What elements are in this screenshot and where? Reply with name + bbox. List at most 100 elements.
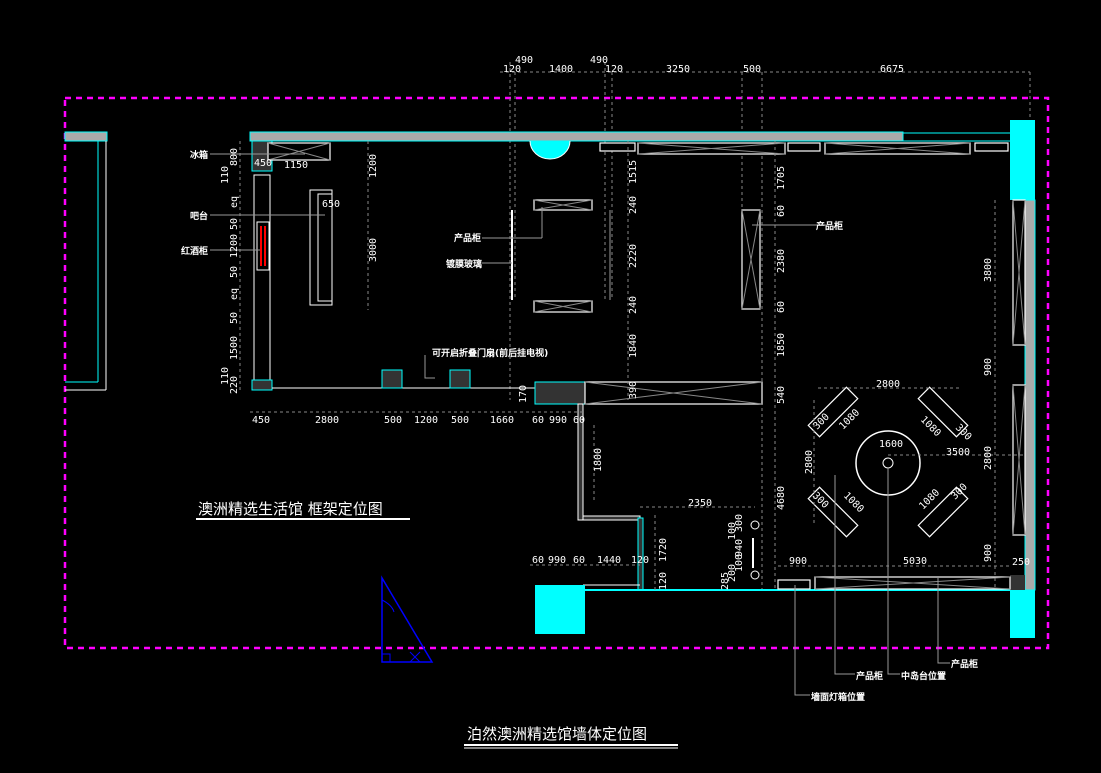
dim-text: 6675 [880,64,904,75]
top-dimension-lines [500,62,1031,590]
dim-text: 50 [229,312,240,324]
dim-text: 2800 [804,450,815,474]
dim-text: 3250 [666,64,690,75]
dim-text: 500 [743,64,761,75]
dim-text: 2800 [983,446,994,470]
dim-text: 240 [628,296,639,314]
dim-text: 200 [727,564,738,582]
label-product-cabinet: 产品柜 [454,232,481,244]
dim-text: 540 [776,386,787,404]
dimension-lines [239,141,1025,590]
dim-text: 500 [384,415,402,426]
dim-text: 1150 [284,160,308,171]
plot-boundary [63,96,1050,650]
dim-text: 170 [518,385,529,403]
dim-text: 60 [573,555,585,566]
dim-text: 60 [532,415,544,426]
label-lightbox-position: 墙面灯箱位置 [811,691,865,703]
upper-bottom-dimensions: 450 2800 500 1200 500 1660 60 990 60 [252,415,585,426]
dim-text: 240 [628,196,639,214]
dim-text: 2800 [876,379,900,390]
dim-text: 2800 [315,415,339,426]
top-dimensions: 120 490 1400 490 120 3250 500 6675 [503,55,904,75]
label-fridge: 冰箱 [190,149,208,161]
dim-text: 60 [573,415,585,426]
dim-text: 60 [532,555,544,566]
dim-text: 900 [983,544,994,562]
label-coated-glass: 镀膜玻璃 [446,258,482,270]
frame-plan-title: 澳洲精选生活馆 框架定位图 [198,500,383,518]
label-folding-door: 可开启折叠门扇(前后挂电视) [432,347,548,359]
dim-text: 1840 [628,334,639,358]
dim-text: 220 [229,376,240,394]
drawing-title: 泊然澳洲精选馆墙体定位图 [467,725,647,743]
dim-text: 1850 [776,333,787,357]
dim-text: 1705 [776,166,787,190]
dim-text: 490 [515,55,533,66]
dim-text: 50 [229,218,240,230]
cabinets [267,142,1026,590]
dim-text: 1400 [549,64,573,75]
dim-text: 3000 [368,238,379,262]
dim-text: 100 [734,554,745,572]
dim-text: 1600 [879,439,903,450]
annotations: 冰箱 吧台 红酒柜 产品柜 镀膜玻璃 可开启折叠门扇(前后挂电视) 产品柜 产品… [181,149,978,703]
label-bar: 吧台 [190,210,208,222]
label-product-cabinet: 产品柜 [951,658,978,670]
dim-text: 120 [605,64,623,75]
dim-text: 990 [549,415,567,426]
left-dimensions: 800 110 eq 50 1200 50 eq 50 1500 110 220 [220,148,240,394]
dim-text: 500 [451,415,469,426]
dim-text: 1800 [593,448,604,472]
dim-text: 900 [983,358,994,376]
label-product-cabinet: 产品柜 [856,670,883,682]
dim-text: 490 [590,55,608,66]
leader-lines [210,153,950,696]
dim-text: 990 [548,555,566,566]
dim-text: 5030 [903,556,927,567]
dim-text: 1660 [490,415,514,426]
dim-text: 1200 [229,234,240,258]
dim-text: 285 [720,572,731,590]
dim-text: 800 [229,148,240,166]
dim-text: 60 [776,301,787,313]
dim-text: 900 [789,556,807,567]
dim-text: eq [229,288,240,300]
ucs-triangle-icon [381,575,434,663]
dim-text: 450 [254,158,272,169]
dim-text: 100 [727,522,738,540]
dim-text: 300 [734,514,745,532]
dim-text: 1720 [658,538,669,562]
lower-dimensions: 60 990 60 1440 120 [532,555,649,566]
dim-text: 1500 [229,336,240,360]
misc-dimensions: 450 1150 650 1200 3000 1515 240 2220 240… [254,154,1030,590]
dim-text: 1440 [597,555,621,566]
tv-wall-dimensions: 100 300 940 100 200 285 [720,514,745,590]
dim-text: 120 [631,555,649,566]
dim-text: 250 [1012,557,1030,568]
dim-text: 120 [503,64,521,75]
label-island-position: 中岛台位置 [901,670,946,682]
dim-text: 4680 [776,486,787,510]
dim-text: 2380 [776,249,787,273]
dim-text: 1200 [414,415,438,426]
dim-text: 940 [734,539,745,557]
dim-text: 1080 [841,490,866,515]
dim-text: 450 [252,415,270,426]
dim-text: 60 [776,205,787,217]
dim-text: 650 [322,199,340,210]
dim-text: 110 [220,166,231,184]
dim-text: 3500 [946,447,970,458]
dim-text: 3800 [983,258,994,282]
dim-text: 1515 [628,160,639,184]
dim-text: 110 [220,367,231,385]
dim-text: 120 [658,572,669,590]
label-product-cabinet: 产品柜 [816,220,843,232]
dim-text: 1200 [368,154,379,178]
label-wine-cabinet: 红酒柜 [181,245,208,257]
dim-text: 390 [628,381,639,399]
dim-text: 2350 [688,498,712,509]
dim-text: eq [229,196,240,208]
dim-text: 50 [229,266,240,278]
